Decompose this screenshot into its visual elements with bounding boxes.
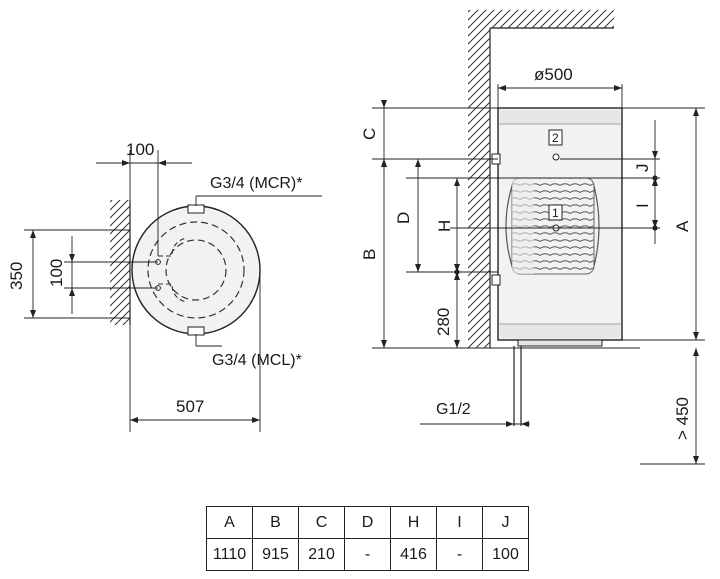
table-header-cell: H <box>390 506 437 539</box>
dim-letter-j: J <box>633 164 652 173</box>
dimension-table: A B C D H I J 1110 915 210 - 416 - 100 <box>206 506 529 571</box>
table-header-cell: C <box>298 506 345 539</box>
table-cell: 100 <box>482 538 529 571</box>
table-header-row: A B C D H I J <box>206 506 529 539</box>
marker-2: 2 <box>552 131 559 145</box>
marker-1-box <box>548 204 563 221</box>
wall-hatch <box>468 28 490 348</box>
table-header-cell: B <box>252 506 299 539</box>
side-view: 2 1 ø500 C B D <box>360 10 705 465</box>
dim-100-side: 100 <box>47 259 66 287</box>
table-header-cell: A <box>206 506 253 539</box>
table-header-cell: I <box>436 506 483 539</box>
tank-top-outline <box>131 205 261 335</box>
tank-top-coil-inner <box>165 239 227 301</box>
marker-1: 1 <box>552 206 559 220</box>
dim-350: 350 <box>7 262 26 290</box>
dim-507: 507 <box>176 397 204 416</box>
label-mcl: G3/4 (MCL)* <box>212 352 302 369</box>
table-cell: 416 <box>390 538 437 571</box>
dim-letter-a: A <box>673 220 692 232</box>
dim-letter-c: C <box>360 128 379 140</box>
marker-2-box <box>548 129 563 146</box>
dim-450: > 450 <box>673 397 692 440</box>
label-mcr: G3/4 (MCR)* <box>210 175 302 192</box>
dim-letter-b: B <box>360 249 379 260</box>
dim-letter-h: H <box>435 220 454 232</box>
top-view-wall <box>110 200 130 325</box>
dim-letter-d: D <box>394 212 413 224</box>
label-g12: G1/2 <box>436 401 471 418</box>
technical-drawing: 100 350 100 G3/4 (MCR)* G3/4 (MCL)* 507 <box>7 10 705 465</box>
table-cell: 210 <box>298 538 345 571</box>
table-cell: 1110 <box>206 538 253 571</box>
dim-100-top: 100 <box>126 140 154 159</box>
table-cell: - <box>436 538 483 571</box>
ceiling-hatch <box>468 10 614 28</box>
table-row: 1110 915 210 - 416 - 100 <box>206 538 529 571</box>
table-header-cell: J <box>482 506 529 539</box>
top-view: 100 350 100 G3/4 (MCR)* G3/4 (MCL)* 507 <box>7 140 322 432</box>
heat-exchanger-coil <box>505 177 600 275</box>
table-header-cell: D <box>344 506 391 539</box>
table-cell: - <box>344 538 391 571</box>
table-cell: 915 <box>252 538 299 571</box>
dim-diameter: ø500 <box>534 65 573 84</box>
dim-letter-i: I <box>633 203 652 208</box>
tank-top-coil-outer <box>147 221 245 319</box>
dim-280: 280 <box>434 308 453 336</box>
